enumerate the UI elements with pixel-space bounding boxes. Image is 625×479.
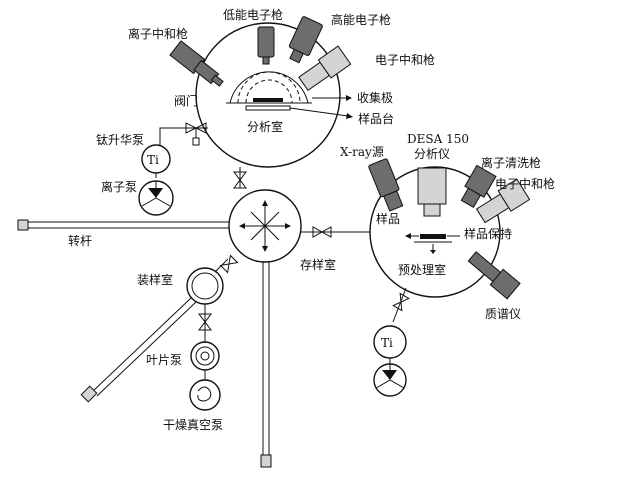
desa-analyzer [417,167,447,217]
ion-pump-bottom-icon [373,363,407,397]
dry-vacuum-pump-icon [189,379,221,411]
low-energy-electron-gun [257,26,275,65]
pretreatment-sample [420,234,446,239]
ion-pump-label: 离子泵 [101,179,137,194]
sample-stage-shape [253,98,283,102]
pretreatment-chamber-body [369,166,501,298]
vertical-transfer-rod [260,262,272,468]
hemisphere-analyzer [229,71,309,104]
load-lock-rod [80,297,197,403]
transfer-rod-label: 转杆 [68,233,92,248]
collector-label: 收集极 [357,90,393,105]
valve-icon [312,226,332,238]
ion-neutral-gun-label: 离子中和枪 [128,26,188,41]
xray-source-label: X-ray源 [340,145,384,159]
valve-icon [233,171,247,189]
central-chamber-body [228,189,302,263]
load-lock-label: 装样室 [137,272,173,287]
electron-neutral-gun-right-label: 电子中和枪 [495,176,555,191]
valve-icon [185,122,207,146]
transfer-rod [17,219,229,231]
valve-icon [219,254,239,274]
desa-label-line2: 分析仪 [414,147,450,161]
mass-spectrometer [467,251,521,300]
analysis-chamber-label: 分析室 [247,119,283,134]
ion-neutralizer-gun [169,40,224,87]
valve-icon [392,292,410,312]
high-energy-gun-label: 高能电子枪 [331,12,391,27]
analysis-chamber-body [195,22,341,168]
low-energy-gun-label: 低能电子枪 [223,7,283,22]
central-star [239,200,291,252]
high-energy-electron-gun [288,16,323,64]
ion-cleaning-gun [460,164,497,209]
sample-label: 样品 [376,211,400,226]
valve-label: 阀门 [174,93,198,108]
sample-stage-label: 样品台 [358,111,394,126]
desa-label-line1: DESA 150 [407,132,469,146]
electron-neutralizer-gun-right [475,178,531,224]
storage-chamber-label: 存样室 [300,257,336,272]
vane-pump-label: 叶片泵 [146,353,182,367]
ion-cleaning-gun-label: 离子清洗枪 [481,155,541,170]
ti-sublimation-pump-label: 钛升华泵 [96,132,144,147]
pretreatment-chamber-label: 预处理室 [398,262,446,277]
electron-neutral-gun-top-label: 电子中和枪 [375,52,435,67]
dry-vacuum-pump-label: 干燥真空泵 [163,418,223,432]
mass-spectrometer-label: 质谱仪 [485,307,521,321]
valve-icon [198,313,212,331]
ti-symbol-top: Ti [147,153,159,167]
sample-holder-label: 样品保持 [464,226,512,241]
vane-pump-icon [190,341,220,371]
xray-source [368,158,404,212]
electron-neutralizer-gun-top [298,45,352,92]
ion-pump-icon [138,180,174,216]
ti-symbol-bottom: Ti [381,336,393,350]
